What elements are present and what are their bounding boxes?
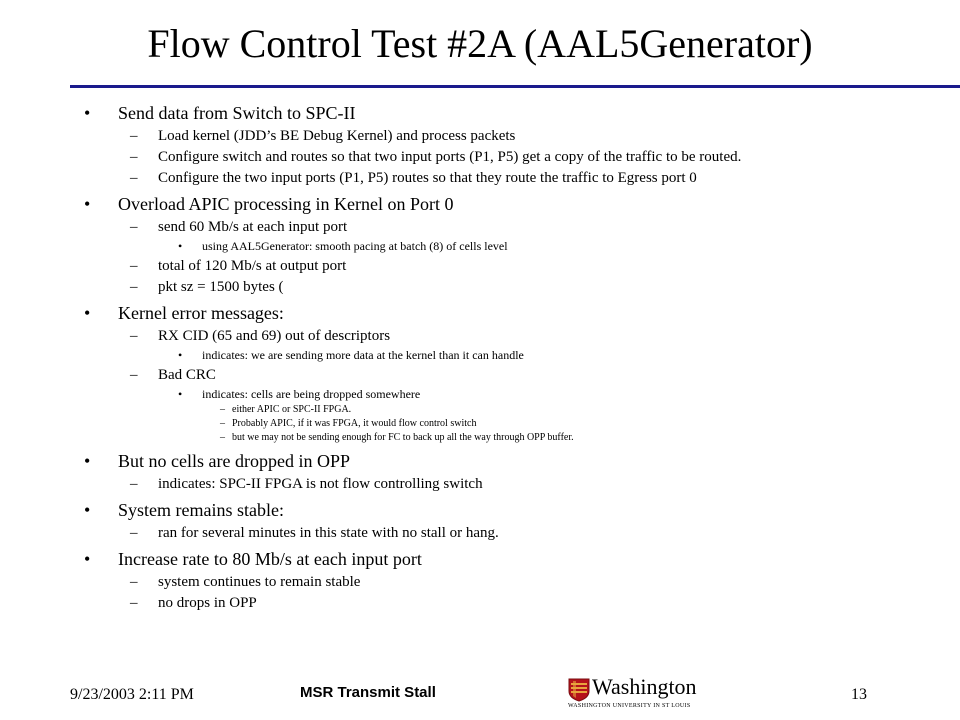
bullet-level1: • Increase rate to 80 Mb/s at each input … — [84, 548, 864, 570]
bullet-list: • Send data from Switch to SPC-II – Load ke… — [84, 96, 864, 612]
bullet-level1: • Send data from Switch to SPC-II — [84, 102, 864, 124]
bullet-marker: – — [130, 328, 138, 344]
bullet-text: system continues to remain stable — [158, 574, 361, 590]
bullet-level2: – Configure the two input ports (P1, P5) … — [84, 170, 864, 187]
shield-icon — [568, 678, 590, 702]
bullet-marker: • — [84, 451, 91, 471]
bullet-text: but we may not be sending enough for FC … — [232, 432, 574, 443]
bullet-marker: • — [178, 387, 183, 401]
bullet-marker: – — [220, 418, 225, 429]
bullet-marker: – — [220, 404, 225, 415]
bullet-level2: – total of 120 Mb/s at output port — [84, 258, 864, 275]
bullet-marker: – — [130, 219, 138, 235]
bullet-marker: – — [130, 258, 138, 274]
bullet-text: indicates: cells are being dropped somew… — [202, 387, 421, 401]
bullet-text: Increase rate to 80 Mb/s at each input p… — [118, 549, 422, 569]
bullet-marker: • — [84, 303, 91, 323]
bullet-level2: – indicates: SPC-II FPGA is not flow cont… — [84, 476, 864, 493]
bullet-level2: – send 60 Mb/s at each input port — [84, 219, 864, 236]
bullet-level2: – Bad CRC — [84, 367, 864, 384]
bullet-level2: – Load kernel (JDD’s BE Debug Kernel) and… — [84, 128, 864, 145]
bullet-text: Configure switch and routes so that two … — [158, 149, 742, 165]
bullet-text: Send data from Switch to SPC-II — [118, 103, 356, 123]
bullet-level1: • But no cells are dropped in OPP — [84, 450, 864, 472]
bullet-level1: • Overload APIC processing in Kernel on P… — [84, 193, 864, 215]
bullet-text: Configure the two input ports (P1, P5) r… — [158, 170, 697, 186]
bullet-level2: – RX CID (65 and 69) out of descriptors — [84, 328, 864, 345]
bullet-text: Overload APIC processing in Kernel on Po… — [118, 194, 454, 214]
bullet-text: either APIC or SPC-II FPGA. — [232, 404, 352, 415]
page-number: 13 — [851, 686, 867, 703]
bullet-level2: – no drops in OPP — [84, 595, 864, 612]
bullet-level3: • indicates: we are sending more data at … — [84, 348, 864, 363]
bullet-marker: – — [130, 128, 138, 144]
footer-datetime: 9/23/2003 2:11 PM — [70, 686, 194, 703]
bullet-text: ran for several minutes in this state wi… — [158, 525, 499, 541]
bullet-marker: • — [84, 103, 91, 123]
bullet-marker: – — [130, 574, 138, 590]
bullet-marker: • — [84, 194, 91, 214]
bullet-marker: – — [130, 525, 138, 541]
bullet-marker: – — [130, 367, 138, 383]
bullet-marker: • — [84, 549, 91, 569]
bullet-text: Probably APIC, if it was FPGA, it would … — [232, 418, 477, 429]
bullet-marker: – — [130, 476, 138, 492]
bullet-text: no drops in OPP — [158, 595, 257, 611]
footer-title: MSR Transmit Stall — [300, 684, 436, 701]
bullet-text: indicates: SPC-II FPGA is not flow contr… — [158, 476, 483, 492]
bullet-text: Load kernel (JDD’s BE Debug Kernel) and … — [158, 128, 516, 144]
university-logo: Washington WASHINGTON UNIVERSITY IN ST L… — [568, 674, 728, 712]
bullet-marker: – — [130, 279, 138, 295]
bullet-text: indicates: we are sending more data at t… — [202, 348, 524, 362]
bullet-text: Bad CRC — [158, 367, 216, 383]
title-rule — [70, 85, 960, 88]
bullet-text: using AAL5Generator: smooth pacing at ba… — [202, 239, 508, 253]
bullet-level3: • using AAL5Generator: smooth pacing at b… — [84, 239, 864, 254]
bullet-text: But no cells are dropped in OPP — [118, 451, 350, 471]
logo-wordmark: Washington — [592, 674, 697, 699]
bullet-marker: – — [130, 149, 138, 165]
bullet-level4: –either APIC or SPC-II FPGA. — [84, 404, 864, 416]
bullet-text: RX CID (65 and 69) out of descriptors — [158, 328, 391, 344]
bullet-text: pkt sz = 1500 bytes ( — [158, 279, 284, 295]
bullet-level2: – ran for several minutes in this state w… — [84, 525, 864, 542]
bullet-text: send 60 Mb/s at each input port — [158, 219, 348, 235]
bullet-marker: – — [130, 170, 138, 186]
bullet-marker: • — [178, 348, 183, 362]
bullet-marker: • — [178, 239, 183, 253]
bullet-marker: • — [84, 500, 91, 520]
bullet-level2: – Configure switch and routes so that two… — [84, 149, 864, 166]
bullet-marker: – — [130, 595, 138, 611]
bullet-level4: –Probably APIC, if it was FPGA, it would… — [84, 418, 864, 430]
bullet-level1: • System remains stable: — [84, 499, 864, 521]
bullet-marker: – — [220, 432, 225, 443]
bullet-level2: – pkt sz = 1500 bytes ( — [84, 279, 864, 296]
bullet-level1: • Kernel error messages: — [84, 302, 864, 324]
logo-subtitle: WASHINGTON UNIVERSITY IN ST LOUIS — [568, 703, 691, 709]
bullet-text: total of 120 Mb/s at output port — [158, 258, 347, 274]
slide-title: Flow Control Test #2A (AAL5Generator) — [147, 21, 813, 66]
bullet-level3: • indicates: cells are being dropped some… — [84, 387, 864, 402]
bullet-level2: – system continues to remain stable — [84, 574, 864, 591]
bullet-level4: –but we may not be sending enough for FC… — [84, 432, 864, 444]
bullet-text: Kernel error messages: — [118, 303, 284, 323]
bullet-text: System remains stable: — [118, 500, 284, 520]
